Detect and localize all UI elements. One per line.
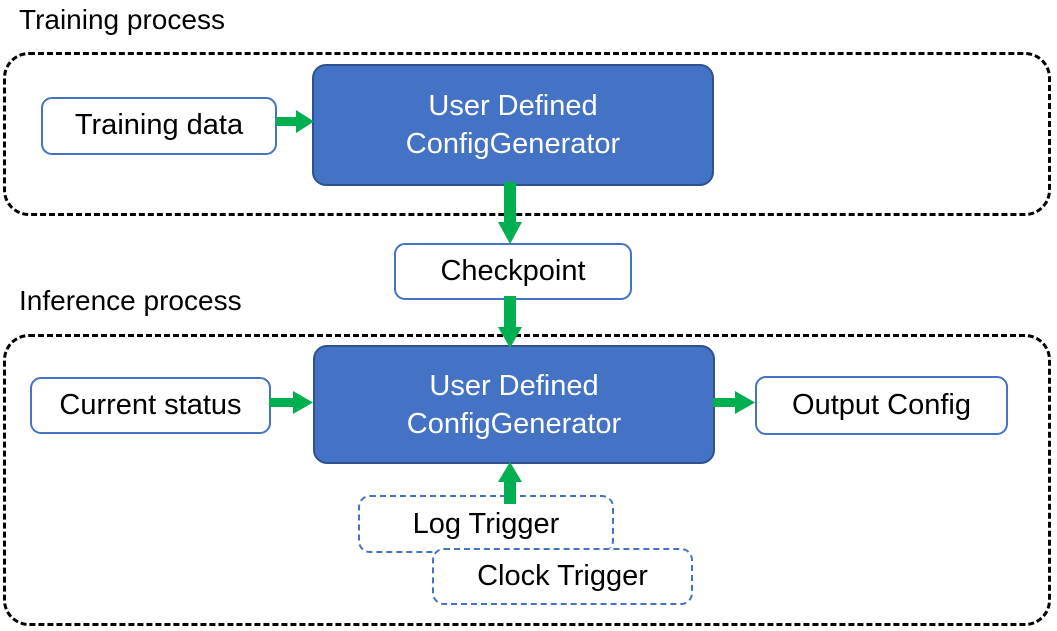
node-checkpoint[interactable]: Checkpoint	[394, 243, 632, 300]
inference-process-caption: Inference process	[19, 285, 242, 316]
node-clock-trigger[interactable]: Clock Trigger	[432, 548, 693, 605]
inference-process-group	[3, 334, 1051, 626]
node-log-trigger[interactable]: Log Trigger	[358, 495, 614, 553]
node-generator-inference-line1: User Defined	[429, 369, 599, 402]
node-generator-inference-line2: ConfigGenerator	[406, 407, 622, 440]
node-current-status-label: Current status	[59, 388, 242, 421]
node-checkpoint-label: Checkpoint	[440, 254, 586, 287]
node-generator-training-line1: User Defined	[428, 90, 598, 122]
node-clock-trigger-label: Clock Trigger	[477, 560, 648, 592]
training-process-group	[3, 52, 1051, 216]
node-training-data[interactable]: Training data	[41, 97, 277, 155]
node-output-config-label: Output Config	[792, 388, 971, 421]
node-output-config[interactable]: Output Config	[755, 376, 1008, 435]
node-generator-training-line2: ConfigGenerator	[405, 128, 621, 160]
training-process-caption: Training process	[19, 4, 225, 35]
node-user-defined-configgenerator-inference[interactable]: User Defined ConfigGenerator	[313, 345, 715, 464]
node-training-data-label: Training data	[74, 109, 244, 142]
node-current-status[interactable]: Current status	[30, 377, 271, 434]
node-log-trigger-label: Log Trigger	[412, 507, 560, 540]
node-user-defined-configgenerator-training[interactable]: User Defined ConfigGenerator	[312, 64, 714, 186]
